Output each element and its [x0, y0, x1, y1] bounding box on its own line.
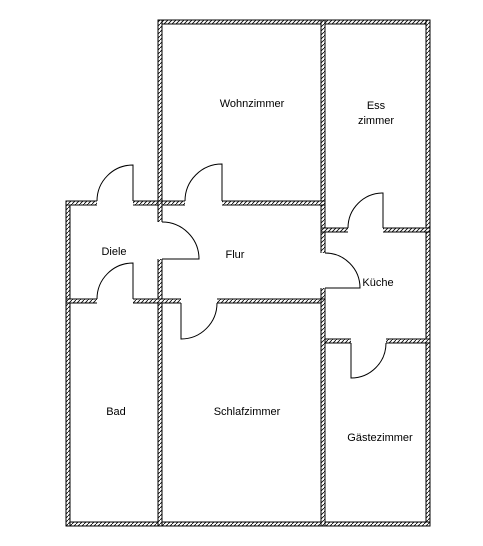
door-wohnzimmer: [184, 163, 223, 202]
door-bad: [96, 262, 134, 300]
wall-flur-top: [157, 200, 326, 206]
wall-wohnzimmer-left: [157, 19, 163, 206]
door-schlafzimmer: [180, 302, 218, 340]
room-label-schlafzimmer: Schlafzimmer: [214, 406, 281, 418]
wall-diele-flur-divider: [157, 200, 163, 527]
room-label-esszimmer-line1: Ess: [367, 100, 386, 112]
door-kueche: [324, 252, 361, 289]
room-label-esszimmer-line2: zimmer: [358, 115, 394, 127]
room-label-kueche: Küche: [362, 277, 393, 289]
door-esszimmer: [347, 192, 384, 229]
wall-schlaf-gaeste-divider: [320, 298, 326, 527]
door-diele-entrance: [96, 164, 134, 202]
door-flur-diele: [161, 221, 200, 260]
room-label-gaestezimmer: Gästezimmer: [347, 432, 413, 444]
door-gaestezimmer: [350, 342, 387, 379]
wall-right: [425, 19, 431, 527]
wall-bottom: [65, 521, 431, 527]
wall-top: [157, 19, 431, 25]
wall-left-lower: [65, 200, 71, 527]
doors: [96, 163, 387, 379]
room-label-bad: Bad: [106, 406, 126, 418]
walls: [65, 19, 431, 527]
room-label-wohnzimmer: Wohnzimmer: [220, 98, 285, 110]
room-label-diele: Diele: [101, 246, 126, 258]
room-label-flur: Flur: [226, 249, 245, 261]
